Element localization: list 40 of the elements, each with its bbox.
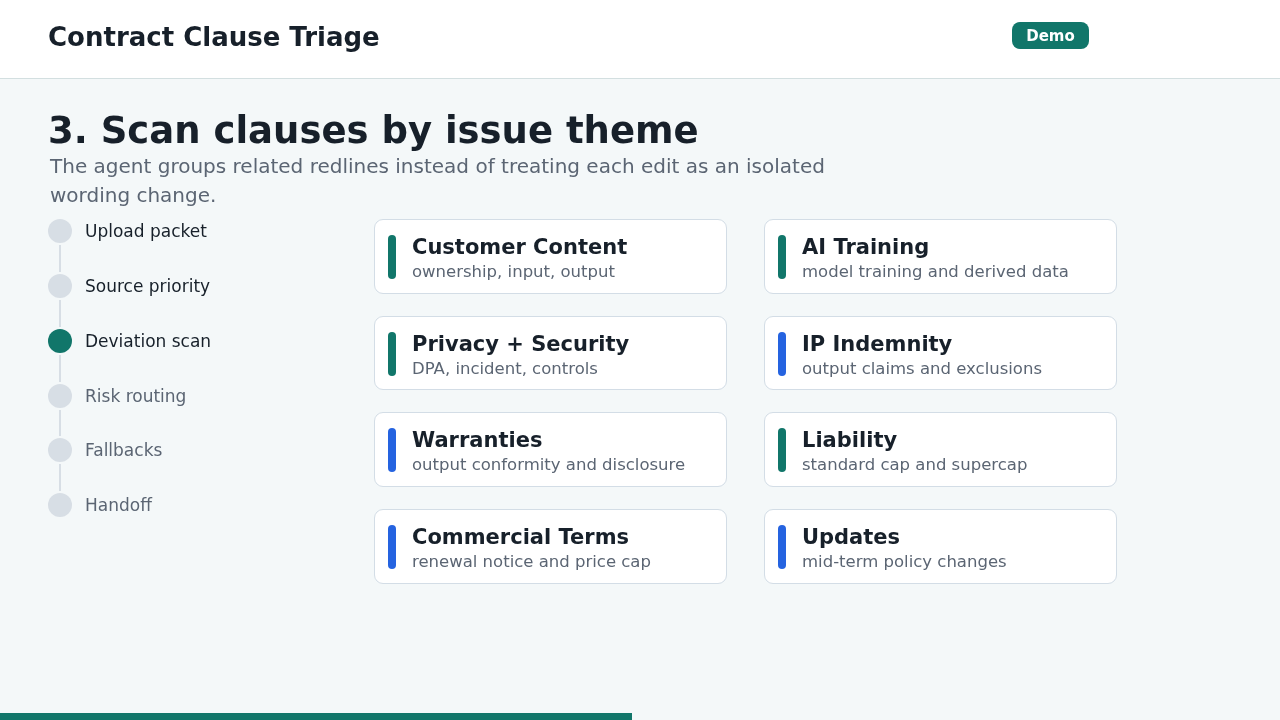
card-title: Privacy + Security (412, 331, 630, 358)
slide-heading: 3. Scan clauses by issue theme (48, 109, 699, 153)
step-label: Handoff (85, 494, 152, 516)
card-subtitle: mid-term policy changes (802, 551, 1007, 573)
clause-card (764, 316, 1117, 390)
step-label: Deviation scan (85, 330, 212, 352)
step-circle (48, 219, 72, 243)
demo-badge: Demo (1012, 22, 1089, 49)
step-circle (48, 384, 72, 408)
card-title: Customer Content (412, 234, 628, 261)
clause-card (374, 316, 727, 390)
clause-card (764, 412, 1117, 487)
step-circle (48, 493, 72, 517)
clause-card (764, 509, 1117, 584)
clause-card (374, 219, 727, 294)
step-label: Risk routing (85, 385, 187, 407)
card-title: IP Indemnity (802, 331, 953, 358)
step-circle (48, 274, 72, 298)
card-subtitle: ownership, input, output (412, 261, 615, 283)
clause-card (374, 509, 727, 584)
clause-card (764, 219, 1117, 294)
clause-card (374, 412, 727, 487)
app-title: Contract Clause Triage (48, 21, 380, 53)
card-subtitle: output conformity and disclosure (412, 454, 686, 476)
card-subtitle: standard cap and supercap (802, 454, 1028, 476)
card-subtitle: renewal notice and price cap (412, 551, 651, 573)
slide-description: The agent groups related redlines instead of treating each edit as an isolated wording change. (50, 153, 826, 209)
card-title: Warranties (412, 427, 543, 454)
step-label: Upload packet (85, 220, 207, 242)
card-title: Liability (802, 427, 898, 454)
step-label: Fallbacks (85, 439, 163, 461)
step-label: Source priority (85, 275, 211, 297)
step-circle (48, 329, 72, 353)
step-circle (48, 438, 72, 462)
card-subtitle: model training and derived data (802, 261, 1069, 283)
card-subtitle: output claims and exclusions (802, 358, 1042, 380)
card-title: Commercial Terms (412, 524, 630, 551)
card-title: Updates (802, 524, 901, 551)
card-title: AI Training (802, 234, 930, 261)
card-subtitle: DPA, incident, controls (412, 358, 598, 380)
